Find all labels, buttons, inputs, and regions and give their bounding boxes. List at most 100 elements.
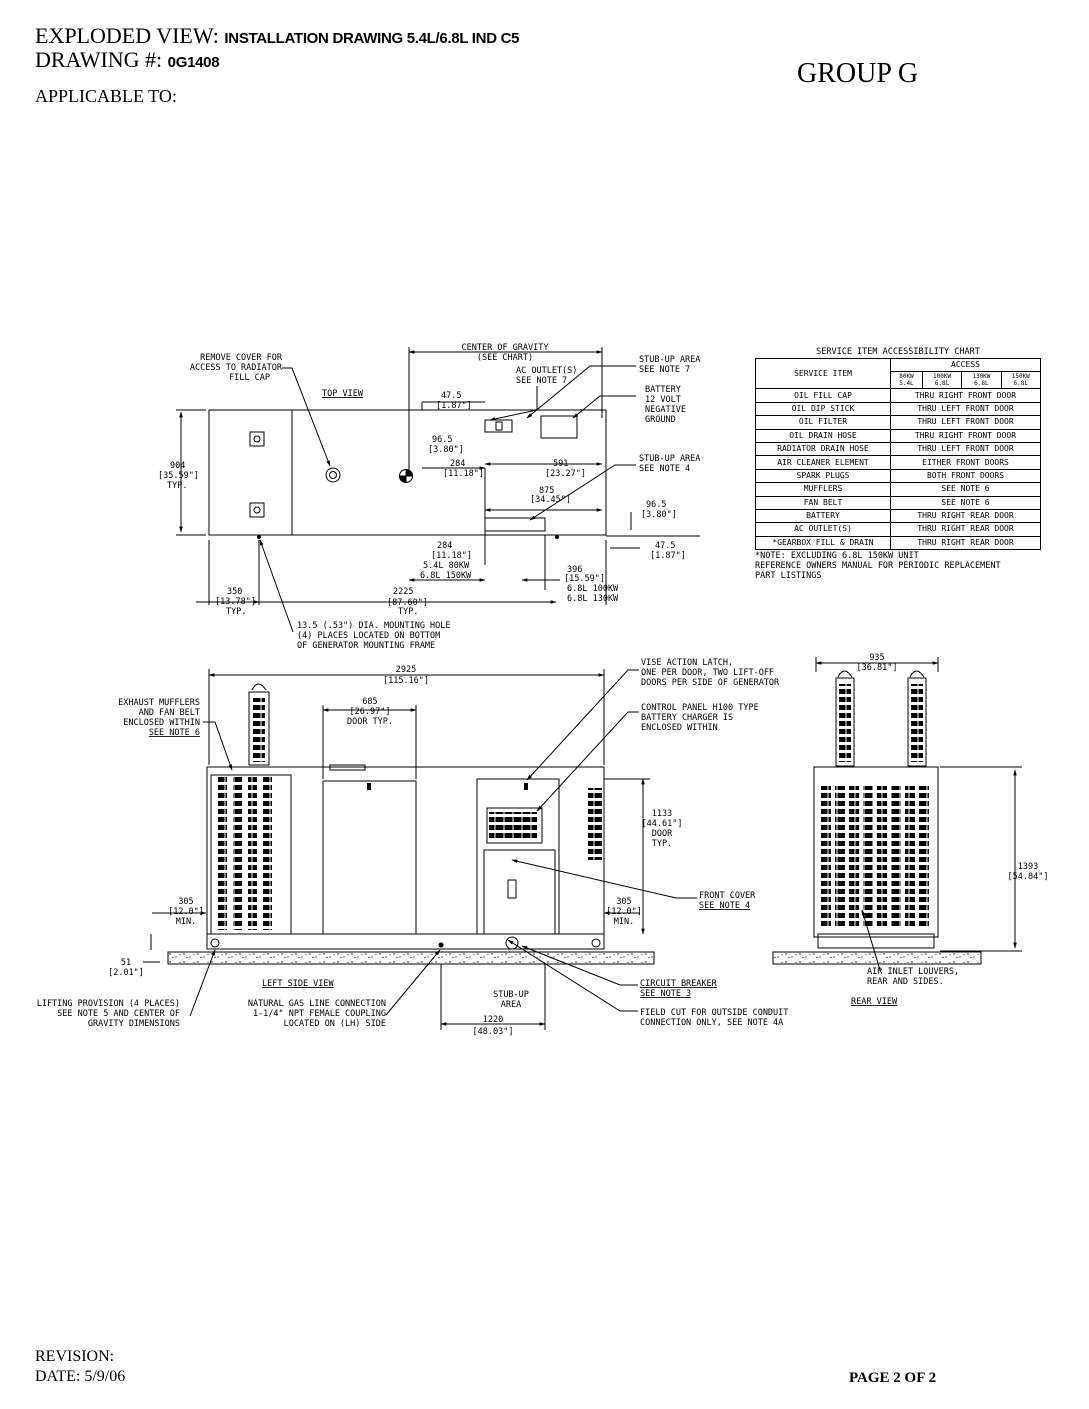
- note-line: PART LISTINGS: [755, 571, 822, 582]
- service-item: FAN BELT: [755, 495, 891, 510]
- battery-label: GROUND: [645, 415, 676, 425]
- dim-label: TYP.: [652, 839, 672, 849]
- unit-engine: 6.8L: [974, 380, 989, 388]
- service-item: AC OUTLET(S): [755, 522, 891, 537]
- dim-label: 47.5: [441, 391, 461, 401]
- dim-label: 305: [178, 897, 193, 907]
- dim-label: [26.97"]: [350, 707, 391, 717]
- stub-up-label: AREA: [501, 1000, 521, 1010]
- dim-label: 1393: [1018, 862, 1038, 872]
- col-service-item: SERVICE ITEM: [755, 357, 891, 390]
- date-label: DATE: 5/9/06: [35, 1368, 126, 1385]
- field-cut-label: CONNECTION ONLY, SEE NOTE 4A: [640, 1018, 783, 1028]
- service-item: AIR CLEANER ELEMENT: [755, 455, 891, 470]
- drawing-number: 0G1408: [167, 54, 220, 71]
- dim-label: [3.80"]: [428, 445, 464, 455]
- dim-label: [23.27"]: [545, 469, 586, 479]
- cog-label: (SEE CHART): [477, 353, 533, 363]
- dim-label: 1220: [483, 1015, 503, 1025]
- applicable-to: APPLICABLE TO:: [35, 86, 177, 106]
- access: THRU RIGHT FRONT DOOR: [890, 428, 1041, 443]
- control-panel-label: CONTROL PANEL H100 TYPE: [641, 703, 759, 713]
- top-view-labels: TOP VIEW REMOVE COVER FOR ACCESS TO RADI…: [158, 343, 700, 651]
- dim-label: 6.8L 130KW: [567, 594, 619, 604]
- drawing-number-line: DRAWING #: 0G1408: [35, 48, 220, 75]
- latch-label: ONE PER DOOR, TWO LIFT-OFF: [641, 668, 774, 678]
- unit-engine: 6.8L: [934, 380, 950, 388]
- dim-label: [35.59"]: [158, 471, 199, 481]
- unit-kw: 80KW: [899, 373, 914, 381]
- note-line: *NOTE: EXCLUDING 6.8L 150KW UNIT: [755, 551, 919, 562]
- circuit-breaker-label: SEE NOTE 3: [640, 989, 691, 999]
- mounting-hole-label: OF GENERATOR MOUNTING FRAME: [297, 641, 435, 651]
- dim-label: [54.84"]: [1008, 872, 1049, 882]
- dim-label: 6.8L 150KW: [420, 571, 472, 581]
- exhaust-label: AND FAN BELT: [139, 708, 200, 718]
- control-panel-label: ENCLOSED WITHIN: [641, 723, 718, 733]
- exhaust-label: EXHAUST MUFFLERS: [118, 698, 200, 708]
- control-panel-label: BATTERY CHARGER IS: [641, 713, 733, 723]
- stub-up-4-label: STUB-UP AREA: [639, 454, 700, 464]
- rear-view-labels: REAR VIEW AIR INLET LOUVERS, REAR AND SI…: [851, 653, 1048, 1007]
- dim-label: [3.80"]: [641, 510, 677, 520]
- dim-label: [87.60"]: [387, 598, 428, 608]
- louvers-label: AIR INLET LOUVERS,: [867, 967, 959, 977]
- access: THRU LEFT FRONT DOOR: [890, 415, 1041, 430]
- gas-line-label: 1-1/4" NPT FEMALE COUPLING: [253, 1009, 386, 1019]
- dim-label: DOOR TYP.: [347, 717, 393, 727]
- dim-label: [48.03"]: [473, 1027, 514, 1037]
- dim-label: DOOR: [652, 829, 673, 839]
- unit-kw: 150KW: [1011, 373, 1030, 381]
- service-item: SPARK PLUGS: [755, 468, 891, 484]
- unit-engine: 5.4L: [899, 380, 914, 388]
- dim-label: 685: [362, 697, 377, 707]
- unit-engine: 6.8L: [1013, 380, 1028, 388]
- lifting-label: SEE NOTE 5 AND CENTER OF: [57, 1009, 180, 1019]
- rear-view: [772, 657, 1022, 971]
- ac-outlet-label: SEE NOTE 7: [516, 376, 567, 386]
- dim-label: TYP.: [167, 481, 187, 491]
- dim-label: [12.0"]: [168, 907, 204, 917]
- service-item: BATTERY: [755, 508, 891, 524]
- chart-notes: *NOTE: EXCLUDING 6.8L 150KW UNIT REFEREN…: [755, 551, 1041, 581]
- field-cut-label: FIELD CUT FOR OUTSIDE CONDUIT: [640, 1008, 788, 1018]
- dim-label: TYP.: [226, 607, 246, 617]
- access: SEE NOTE 6: [890, 495, 1041, 510]
- exhaust-label: ENCLOSED WITHIN: [123, 718, 200, 728]
- chart-title: SERVICE ITEM ACCESSIBILITY CHART: [816, 347, 980, 357]
- remove-cover-label: FILL CAP: [229, 373, 270, 383]
- access: THRU LEFT FRONT DOOR: [890, 441, 1041, 457]
- service-accessibility-chart: SERVICE ITEM ACCESSIBILITY CHART SERVICE…: [755, 346, 1042, 581]
- title-small: INSTALLATION DRAWING 5.4L/6.8L IND C5: [224, 30, 520, 47]
- page-title: EXPLODED VIEW: INSTALLATION DRAWING 5.4L…: [35, 24, 519, 51]
- dim-label: 2925: [396, 665, 416, 675]
- service-item: OIL FILL CAP: [755, 388, 891, 403]
- battery-label: NEGATIVE: [645, 405, 686, 415]
- lifting-label: GRAVITY DIMENSIONS: [88, 1019, 180, 1029]
- left-side-view: [143, 669, 697, 1030]
- top-view-title: TOP VIEW: [322, 389, 364, 399]
- dim-label: 904: [170, 461, 185, 471]
- dim-label: [11.18"]: [443, 469, 484, 479]
- dim-label: [13.78"]: [215, 597, 256, 607]
- service-item: OIL DRAIN HOSE: [755, 428, 891, 443]
- dim-label: 47.5: [655, 541, 675, 551]
- dim-label: 875: [539, 486, 554, 496]
- ac-outlet-label: AC OUTLET(S): [516, 366, 577, 376]
- revision-label: REVISION:: [35, 1348, 115, 1365]
- top-view: [176, 347, 700, 633]
- stub-up-7-label: SEE NOTE 7: [639, 365, 690, 375]
- stub-up-label: STUB-UP: [493, 990, 529, 1000]
- dim-label: 591: [553, 459, 568, 469]
- latch-label: VISE ACTION LATCH,: [641, 658, 733, 668]
- louvers-label: REAR AND SIDES.: [867, 977, 944, 987]
- dim-label: [15.59"]: [564, 574, 605, 584]
